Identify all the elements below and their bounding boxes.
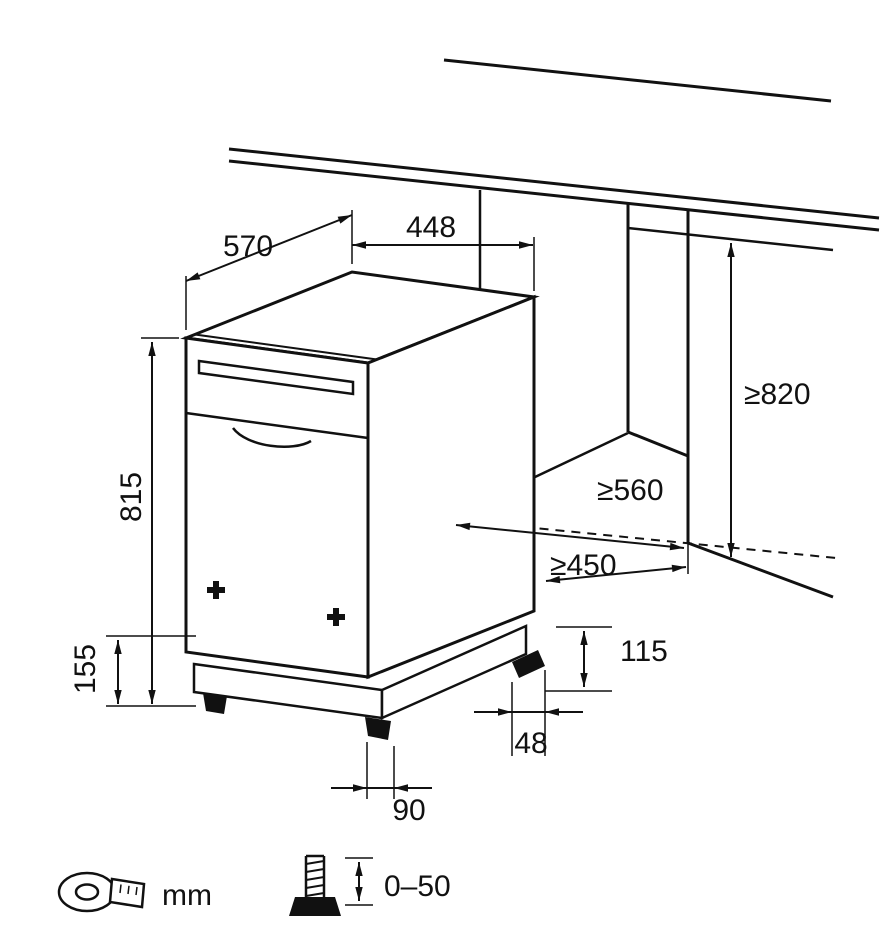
dimension-arrow — [455, 522, 685, 551]
measuring-tape-icon — [57, 871, 146, 913]
dimension-annotations: 570 448 815 155 ≥820 ≥560 ≥4 — [69, 210, 811, 827]
plinth-height-label: 155 — [69, 644, 102, 694]
niche-height-label: ≥820 — [744, 378, 811, 411]
plinth-side-panel — [380, 624, 528, 720]
worktop-edge-line — [194, 333, 378, 361]
countertop-front-bottom-line — [228, 159, 880, 232]
rear-foot-inset-label: 48 — [514, 727, 547, 760]
foot-height-label: 115 — [620, 635, 668, 668]
cabinet-side-bottom-edge-line — [627, 430, 689, 458]
tape-roll-center — [74, 883, 100, 901]
dim-top-depth-570: 570 — [185, 210, 353, 330]
legend: mm 0–50 — [57, 854, 451, 916]
tape-tick — [127, 885, 130, 895]
niche-depth-label: ≥560 — [597, 474, 664, 507]
dishwasher — [180, 270, 545, 740]
dim-rear-foot-inset-48: 48 — [474, 670, 583, 760]
adjust-range-label: 0–50 — [384, 870, 451, 903]
door-handle-recess — [231, 427, 312, 448]
foot-thread-line — [305, 884, 325, 889]
dim-niche-height-820: ≥820 — [727, 243, 811, 557]
tape-roll — [57, 871, 117, 913]
foot-thread-line — [305, 868, 325, 873]
counter-underside-line — [627, 226, 834, 252]
screw-cross-icon — [207, 581, 225, 599]
foot-base — [289, 897, 341, 916]
rear-right-foot — [512, 650, 545, 678]
adjust-range-arrow — [345, 857, 373, 906]
dim-plinth-height-155: 155 — [69, 635, 196, 704]
counter-and-cabinet — [228, 58, 880, 599]
unit-label: mm — [162, 879, 212, 912]
dim-front-foot-inset-90: 90 — [331, 742, 432, 827]
dim-niche-depth-560: ≥560 — [455, 474, 685, 551]
foot-thread-line — [305, 876, 325, 881]
dimension-arrow — [545, 564, 687, 584]
wall-top-edge-line — [443, 58, 832, 103]
dim-foot-height-115: 115 — [545, 626, 668, 692]
front-foot-inset-label: 90 — [392, 794, 425, 827]
control-panel-bottom-line — [185, 411, 369, 440]
screw-cross-icon — [327, 608, 345, 626]
countertop-front-top-line — [228, 147, 880, 220]
front-left-foot — [203, 693, 227, 714]
dishwasher-front-face — [184, 336, 370, 679]
tape-tick — [135, 886, 138, 896]
plinth — [192, 624, 528, 720]
feet — [203, 650, 545, 740]
dimension-arrow — [185, 214, 353, 282]
dim-top-width-448: 448 — [352, 211, 535, 291]
control-panel-slot — [197, 359, 355, 396]
tape-tick — [119, 884, 122, 894]
front-right-foot — [365, 717, 391, 740]
dishwasher-side-face — [366, 294, 536, 680]
mounting-screw-marks — [207, 581, 345, 626]
body-height-label: 815 — [115, 472, 148, 522]
top-width-label: 448 — [406, 211, 456, 244]
tape-strip — [108, 877, 146, 909]
foot-thread-line — [305, 860, 325, 865]
dim-niche-width-450: ≥450 — [545, 549, 687, 584]
floor-front-edge-line — [687, 541, 834, 599]
top-depth-label: 570 — [223, 230, 273, 263]
dim-body-height-815: 815 — [106, 337, 196, 707]
foot-thread-line — [305, 892, 325, 897]
niche-width-label: ≥450 — [550, 549, 617, 582]
adjustable-foot-icon — [289, 854, 341, 916]
